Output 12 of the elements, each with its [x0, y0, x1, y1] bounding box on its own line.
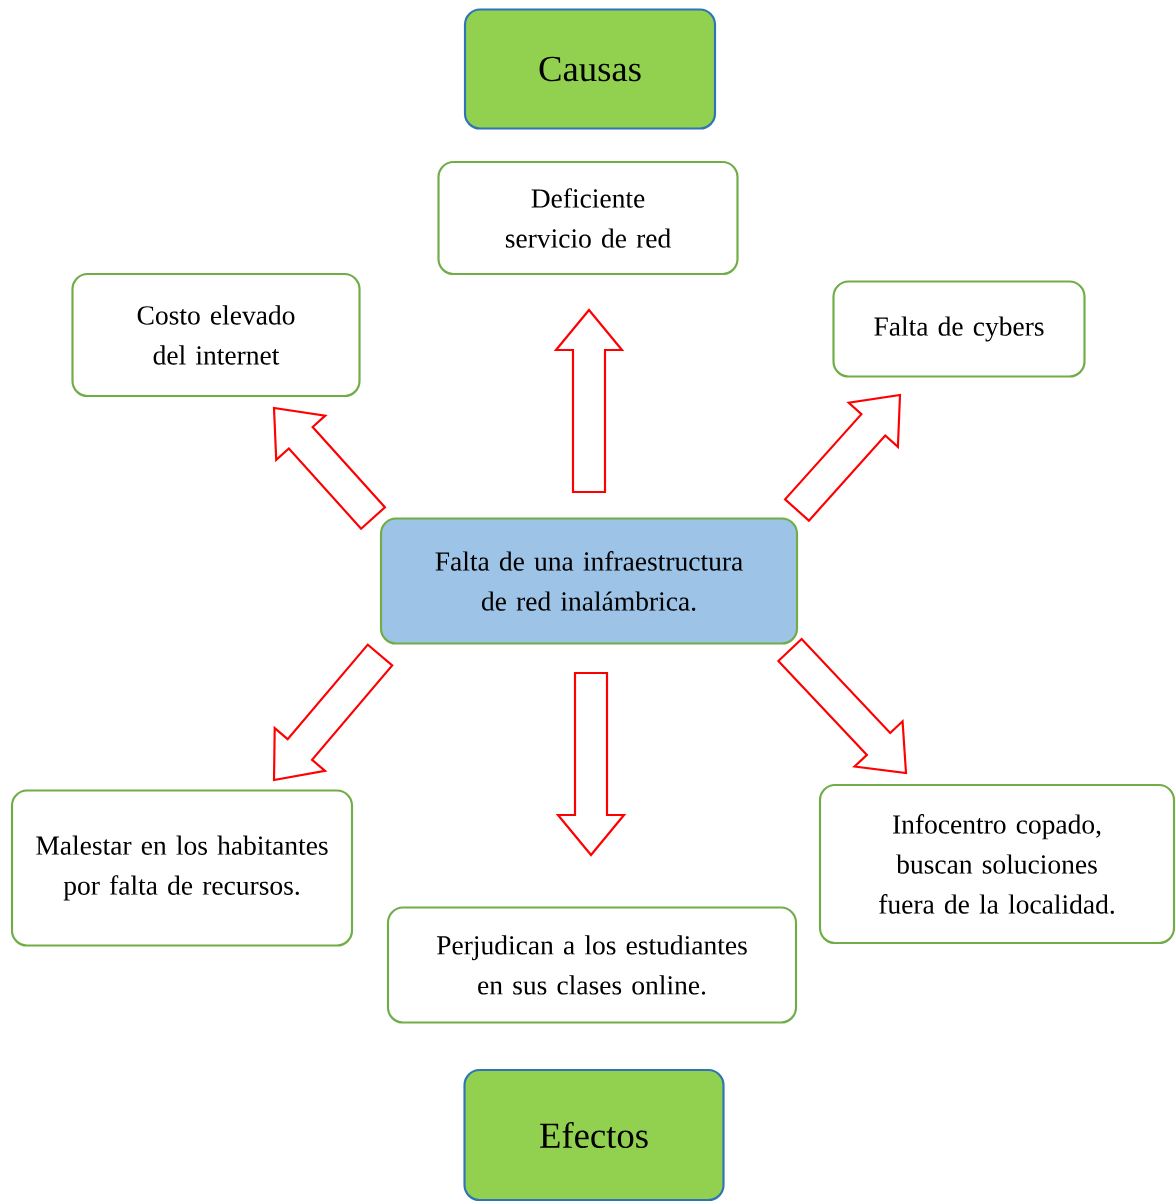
title-box: Causas — [463, 8, 717, 130]
effect-box: Malestar en los habitantes por falta de recursos. — [10, 789, 354, 947]
effect-box: Infocentro copado, buscan soluciones fuera de la localidad. — [818, 783, 1176, 945]
block-arrow — [555, 671, 627, 857]
cause-box: Costo elevado del internet — [71, 272, 361, 398]
block-arrow — [553, 308, 625, 494]
title-box: Efectos — [463, 1068, 725, 1202]
cause-box: Falta de cybers — [832, 280, 1086, 378]
effect-box: Perjudican a los estudiantes en sus clases online. — [386, 906, 798, 1024]
problem-box: Falta de una infraestructura de red inalámbrica. — [379, 517, 799, 645]
cause-box: Deficiente servicio de red — [437, 160, 739, 276]
block-arrow — [272, 643, 394, 782]
